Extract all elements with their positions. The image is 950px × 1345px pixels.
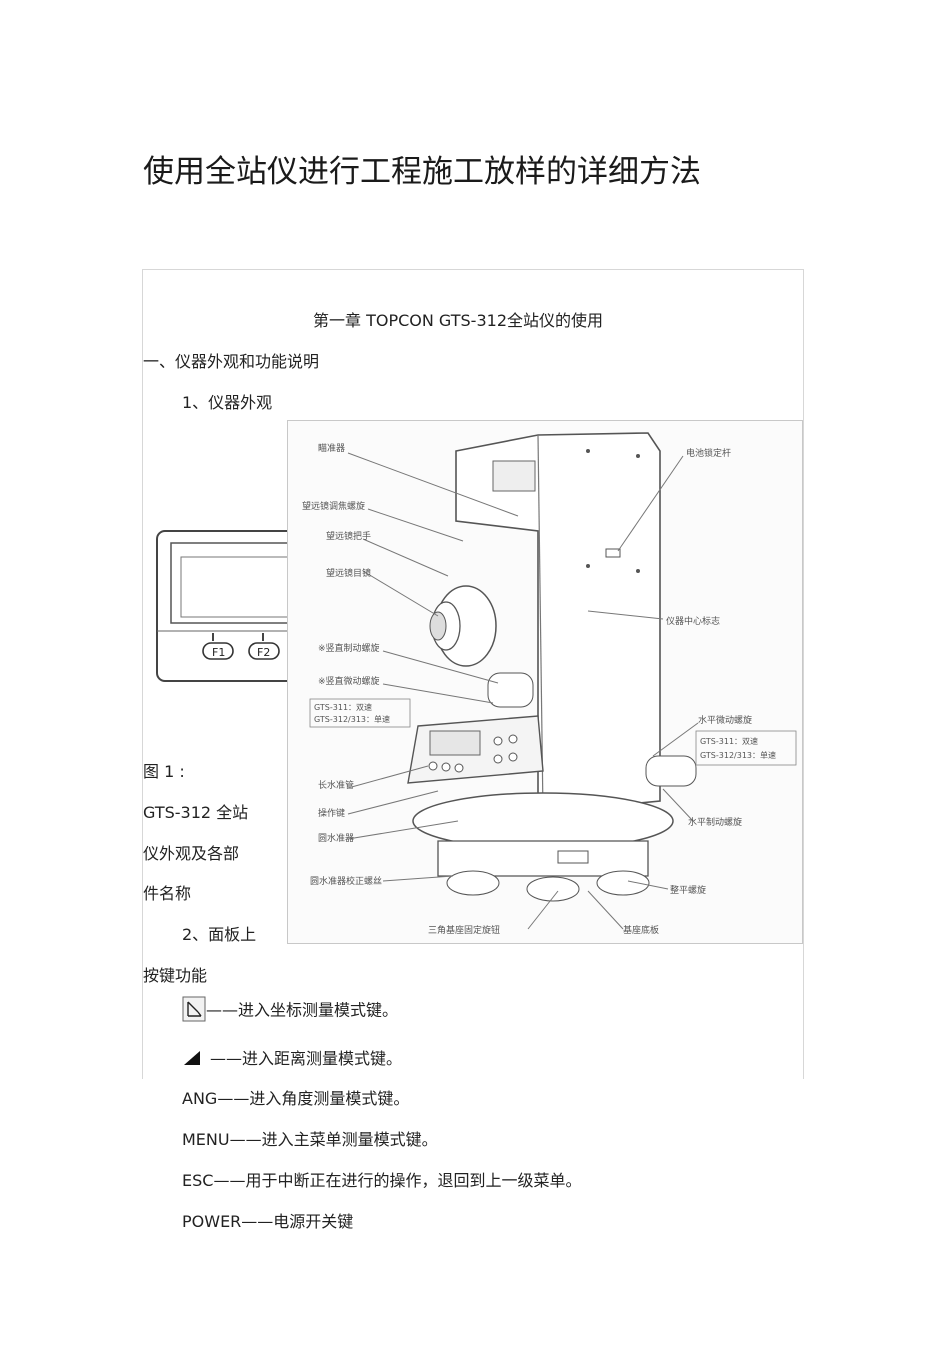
- panel-inset-image: F1 F2: [143, 519, 298, 691]
- instrument-figure: 瞄准器 望远镜调焦螺旋 望远镜把手 望远镜目镜 ※竖直制动螺旋 ※竖直微动螺旋 …: [287, 420, 803, 944]
- label-horizontal-clamp: 水平制动螺旋: [688, 816, 742, 828]
- key-name-ang: ANG: [182, 1089, 218, 1108]
- key-item-distance: ——进入距离测量模式键。: [182, 1045, 402, 1070]
- page-title: 使用全站仪进行工程施工放样的详细方法: [143, 154, 701, 190]
- frame-top-border: [142, 269, 804, 270]
- subsection-2-heading: 2、面板上: [182, 925, 257, 944]
- label-eyepiece: 望远镜目镜: [326, 567, 371, 579]
- key-name-esc: ESC: [182, 1171, 214, 1190]
- key-desc-power: ——电源开关键: [241, 1212, 354, 1231]
- label-vertical-clamp: ※竖直制动螺旋: [318, 642, 380, 654]
- key-name-power: POWER: [182, 1212, 242, 1231]
- caption-line-2: GTS-312 全站: [143, 803, 249, 822]
- key-desc-esc: ——用于中断正在进行的操作，退回到上一级菜单。: [213, 1171, 582, 1190]
- frame-left-border: [142, 269, 143, 1079]
- caption-line-1: 图 1 :: [143, 762, 185, 781]
- total-station-drawing: 瞄准器 望远镜调焦螺旋 望远镜把手 望远镜目镜 ※竖直制动螺旋 ※竖直微动螺旋 …: [302, 432, 797, 936]
- label-focus-knob: 望远镜调焦螺旋: [302, 500, 365, 512]
- coordinate-key-icon: [182, 996, 206, 1026]
- label-circular-level: 圆水准器: [318, 832, 354, 844]
- label-battery-lock: 电池锁定杆: [686, 447, 731, 459]
- label-handle: 望远镜把手: [326, 530, 371, 542]
- key-item-power: POWER——电源开关键: [182, 1208, 353, 1232]
- label-gts312-speed: GTS-312/313：单速: [314, 714, 390, 724]
- f1-key-label: F1: [212, 646, 225, 659]
- key-name-menu: MENU: [182, 1130, 230, 1149]
- frame-right-border: [803, 269, 804, 1079]
- caption-line-3: 仪外观及各部: [143, 844, 240, 863]
- distance-key-icon: [182, 1050, 204, 1070]
- label-base-plate: 基座底板: [623, 924, 659, 936]
- key-item-esc: ESC——用于中断正在进行的操作，退回到上一级菜单。: [182, 1167, 581, 1191]
- key-item-coordinate: ——进入坐标测量模式键。: [182, 996, 398, 1026]
- label-keyboard: 操作键: [318, 807, 345, 819]
- subsection-2-heading-cont: 按键功能: [143, 966, 208, 985]
- label-horizontal-tangent: 水平微动螺旋: [698, 714, 752, 726]
- key-item-ang: ANG——进入角度测量模式键。: [182, 1085, 409, 1109]
- label-sight: 瞄准器: [318, 443, 345, 454]
- label-center-mark: 仪器中心标志: [666, 615, 720, 627]
- subsection-heading: 1、仪器外观: [182, 393, 273, 412]
- chapter-heading: 第一章 TOPCON GTS-312全站仪的使用: [313, 311, 603, 330]
- key-item-menu: MENU——进入主菜单测量模式键。: [182, 1126, 438, 1150]
- key-desc-menu: ——进入主菜单测量模式键。: [229, 1130, 438, 1149]
- label-level-adjust-screw: 圆水准器校正螺丝: [310, 875, 382, 887]
- key-desc-ang: ——进入角度测量模式键。: [217, 1089, 410, 1108]
- label-plate-level: 长水准管: [318, 779, 354, 791]
- key-desc-distance: ——进入距离测量模式键。: [210, 1049, 403, 1068]
- label-right-gts311-speed: GTS-311：双速: [700, 737, 758, 746]
- section-heading: 一、仪器外观和功能说明: [143, 352, 320, 371]
- caption-line-4: 件名称: [143, 884, 192, 903]
- label-right-gts312-speed: GTS-312/313：单速: [700, 750, 776, 760]
- label-gts311-speed: GTS-311：双速: [314, 703, 372, 712]
- label-leveling-screw: 整平螺旋: [670, 884, 706, 896]
- display-panel-drawing: F1 F2: [156, 530, 298, 682]
- label-tribrach-lock: 三角基座固定旋钮: [428, 924, 500, 936]
- label-vertical-tangent: ※竖直微动螺旋: [318, 675, 380, 687]
- key-desc-coordinate: ——进入坐标测量模式键。: [206, 1000, 399, 1020]
- f2-key-label: F2: [257, 646, 270, 659]
